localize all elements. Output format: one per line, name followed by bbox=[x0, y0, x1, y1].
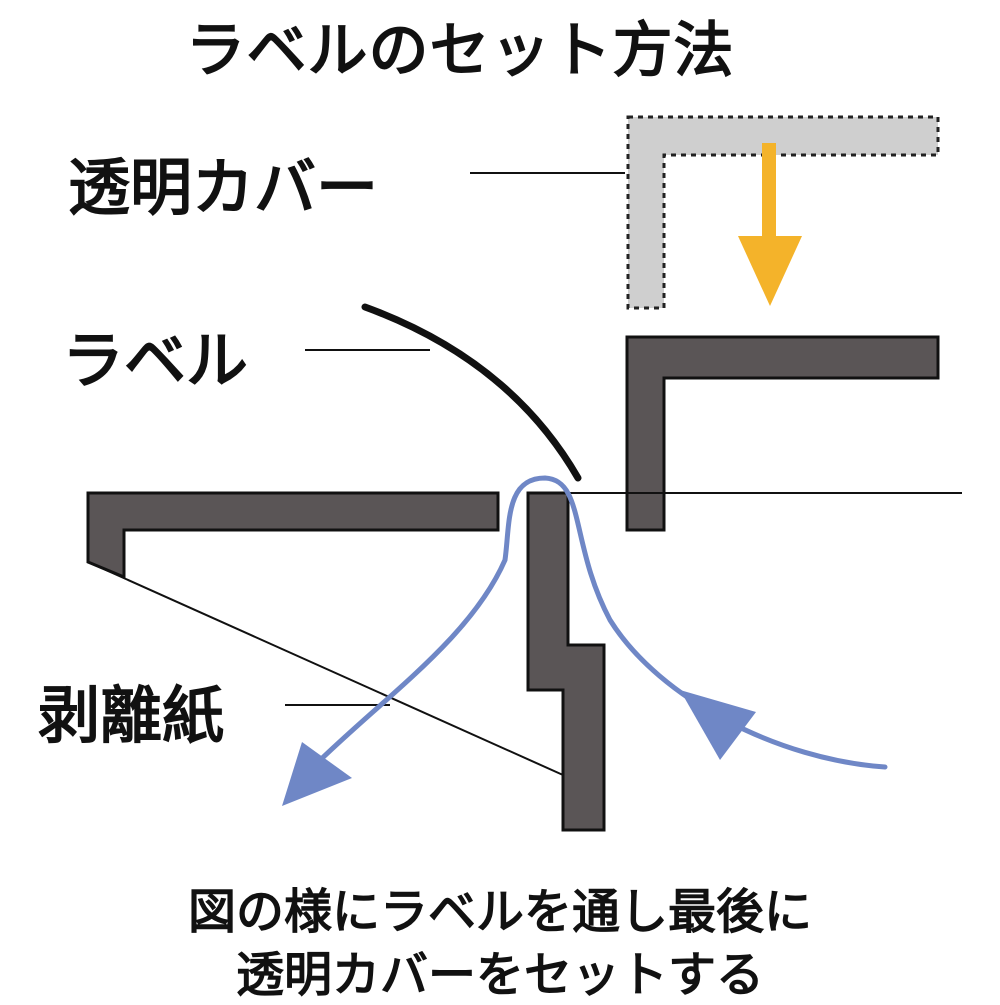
caption-line-1: 図の様にラベルを通し最後に bbox=[187, 884, 812, 940]
label-sheet-curve bbox=[361, 303, 582, 482]
left-frame bbox=[86, 491, 500, 580]
cover-down-arrow-head bbox=[738, 236, 802, 306]
release-paper-line bbox=[87, 561, 564, 776]
center-post bbox=[526, 491, 606, 832]
caption-line-2: 透明カバーをセットする bbox=[235, 947, 764, 1003]
transparent-cover bbox=[626, 115, 940, 310]
path-arrow-head-right bbox=[680, 690, 756, 760]
page-title: ラベルのセット方法 bbox=[185, 16, 735, 86]
path-arrow-head-bottom bbox=[282, 742, 352, 806]
upper-right-frame bbox=[625, 335, 940, 532]
label-label: ラベル bbox=[62, 324, 249, 397]
release-paper-label: 剥離紙 bbox=[38, 679, 225, 752]
cover-label: 透明カバー bbox=[68, 151, 379, 224]
